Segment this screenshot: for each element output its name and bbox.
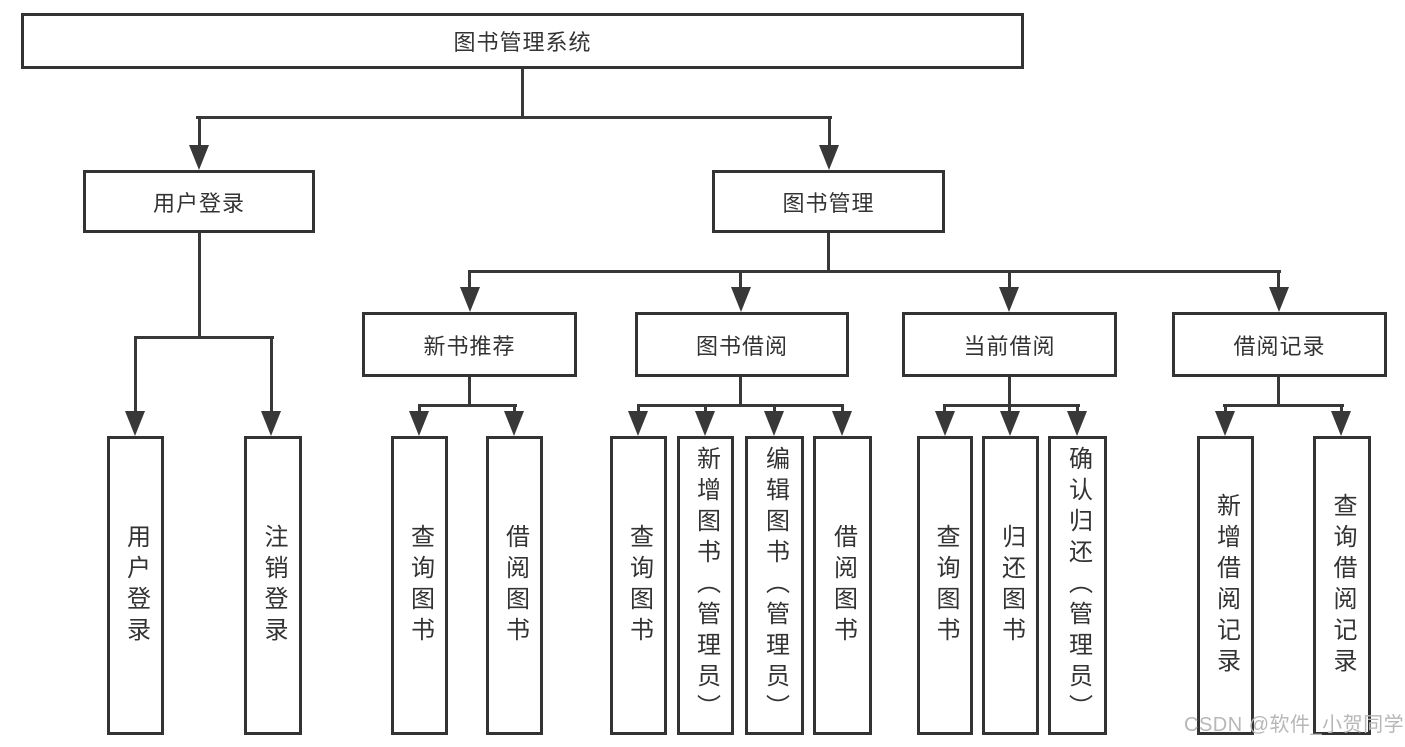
node-book-borrowing: 图书借阅 [635,312,849,377]
leaf-borrow-books-recommend: 借阅图书 [486,436,543,735]
arrowhead-down-icon [1269,287,1289,312]
arrowhead-down-icon [731,287,751,312]
connector-newbook-stem [468,377,471,407]
connector-arrow-stem [773,406,776,414]
connector-arrow-stem [841,406,844,414]
connector-arrow-stem [1277,273,1280,289]
leaf-label: 归还图书 [997,523,1025,648]
leaf-query-borrow-record: 查询借阅记录 [1313,436,1371,735]
leaf-label: 查询图书 [932,523,959,648]
arrowhead-down-icon [764,411,784,436]
node-label: 图书借阅 [695,333,788,359]
leaf-label: 编辑图书（管理员） [761,446,789,725]
arrowhead-down-icon [261,411,281,436]
connector-arrow-stem [739,273,742,289]
node-new-book-recommend: 新书推荐 [362,312,577,377]
leaf-label: 用户登录 [122,523,150,648]
leaf-label: 新增图书（管理员） [692,446,720,725]
arrowhead-down-icon [1067,411,1087,436]
leaf-label: 查询图书 [625,523,653,648]
connector-current-stem [1008,377,1011,407]
arrowhead-down-icon [409,411,429,436]
connector-arrow-stem [418,406,421,414]
leaf-label: 新增借阅记录 [1212,492,1240,679]
leaf-label: 查询图书 [406,523,434,648]
arrowhead-down-icon [819,145,839,170]
connector-arrow-stem [134,339,137,413]
arrowhead-down-icon [695,411,715,436]
leaf-edit-book-admin: 编辑图书（管理员） [745,436,804,735]
connector-root-stem [521,69,524,119]
arrowhead-down-icon [125,411,145,436]
node-borrowing-records: 借阅记录 [1172,312,1387,377]
leaf-confirm-return-admin: 确认归还（管理员） [1048,436,1107,735]
leaf-user-login: 用户登录 [107,436,164,735]
arrowhead-down-icon [189,145,209,170]
leaf-query-books-recommend: 查询图书 [391,436,448,735]
node-label: 用户登录 [152,190,245,216]
connector-bookmgmt-branch [468,270,1281,273]
leaf-add-book-admin: 新增图书（管理员） [677,436,734,735]
connector-bookmgmt-stem [827,233,830,273]
arrowhead-down-icon [1000,411,1020,436]
connector-arrow-stem [828,119,831,149]
connector-arrow-stem [637,406,640,414]
arrowhead-down-icon [832,411,852,436]
arrowhead-down-icon [935,411,955,436]
node-user-login: 用户登录 [83,170,315,233]
connector-userlogin-stem [198,233,201,339]
connector-records-stem [1277,377,1280,407]
node-root-library-system: 图书管理系统 [21,13,1024,69]
leaf-query-books-borrowing: 查询图书 [610,436,667,735]
connector-arrow-stem [1008,273,1011,289]
connector-arrow-stem [513,406,516,414]
leaf-borrow-books-borrowing: 借阅图书 [813,436,872,735]
connector-arrow-stem [270,339,273,413]
leaf-label: 确认归还（管理员） [1064,446,1092,725]
connector-arrow-stem [704,406,707,414]
connector-arrow-stem [1224,406,1227,414]
connector-arrow-stem [1076,406,1079,414]
node-current-borrowing: 当前借阅 [902,312,1117,377]
connector-newbook-branch [418,404,517,407]
leaf-logout: 注销登录 [244,436,302,735]
arrowhead-down-icon [1331,411,1351,436]
arrowhead-down-icon [1215,411,1235,436]
connector-current-branch [943,404,1080,407]
leaf-label: 借阅图书 [501,523,529,648]
connector-root-branch [196,116,832,119]
connector-userlogin-branch [134,336,274,339]
connector-records-branch [1223,404,1344,407]
leaf-label: 注销登录 [260,523,287,648]
leaf-label: 查询借阅记录 [1329,492,1356,679]
node-label: 当前借阅 [963,333,1056,359]
watermark: CSDN @软件_小贺同学 [1184,714,1405,736]
arrowhead-down-icon [628,411,648,436]
node-label: 新书推荐 [423,333,516,359]
leaf-add-borrow-record: 新增借阅记录 [1197,436,1254,735]
node-label: 图书管理系统 [453,30,592,55]
node-label: 借阅记录 [1233,333,1326,359]
leaf-query-books-current: 查询图书 [917,436,973,735]
leaf-label: 借阅图书 [829,523,857,648]
node-label: 图书管理 [782,190,875,216]
connector-borrow-branch [637,404,844,407]
connector-arrow-stem [468,273,471,289]
connector-arrow-stem [1340,406,1343,414]
connector-arrow-stem [943,406,946,414]
connector-arrow-stem [1008,406,1011,414]
arrowhead-down-icon [999,287,1019,312]
node-book-management: 图书管理 [712,170,945,233]
arrowhead-down-icon [504,411,524,436]
arrowhead-down-icon [460,287,480,312]
connector-arrow-stem [198,119,201,149]
connector-borrow-stem [739,377,742,407]
leaf-return-books: 归还图书 [982,436,1039,735]
